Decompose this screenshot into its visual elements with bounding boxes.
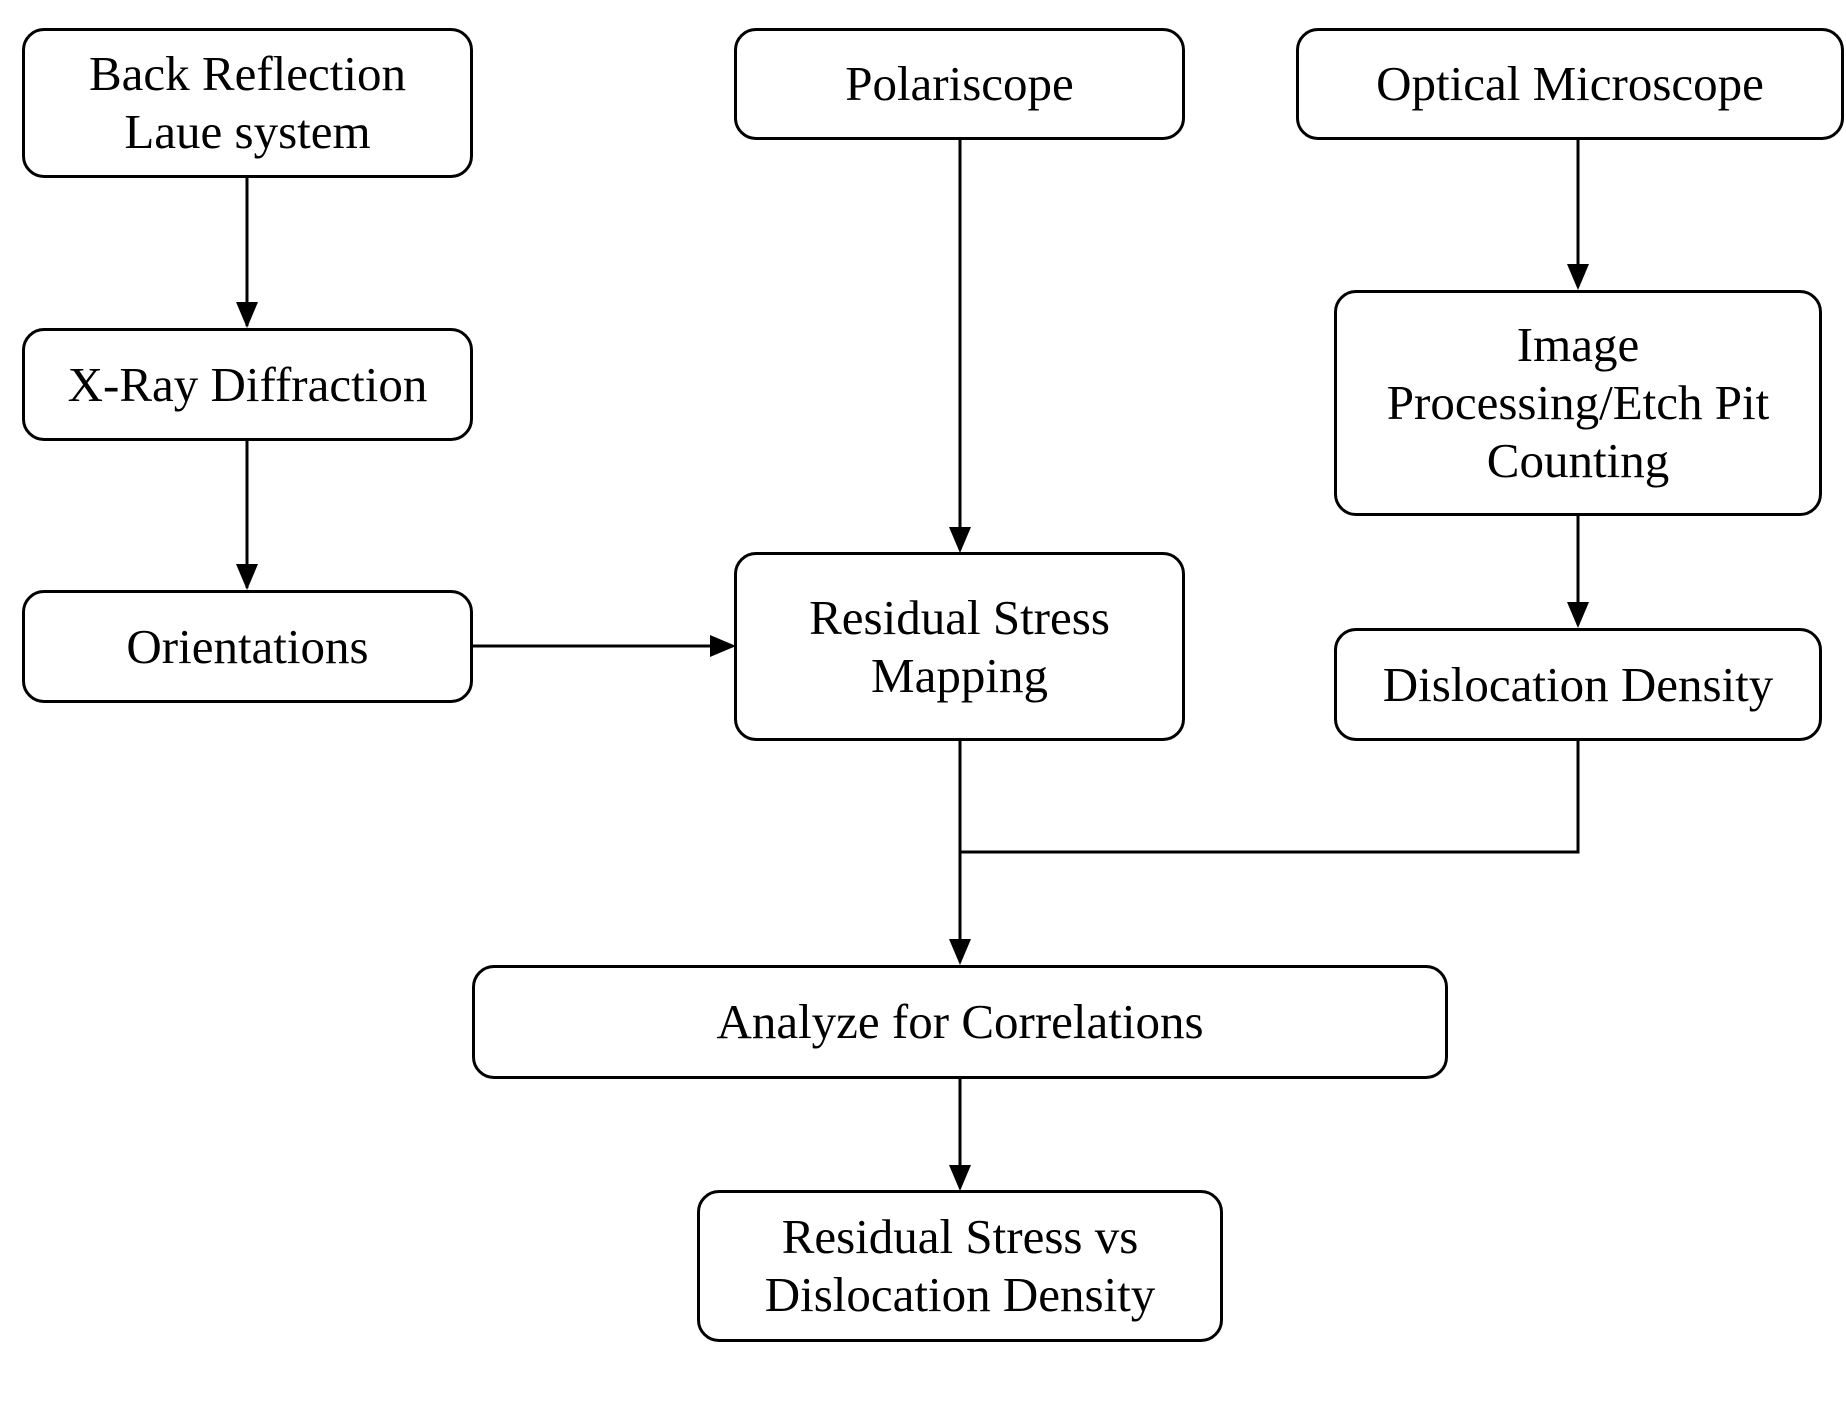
node-polariscope: Polariscope (734, 28, 1185, 140)
node-label: Image Processing/Etch Pit Counting (1386, 317, 1770, 488)
node-label: Polariscope (845, 56, 1074, 111)
node-dislocation-density: Dislocation Density (1334, 628, 1822, 741)
edge-dislocation-to-analyze (960, 740, 1580, 854)
node-label: Back Reflection Laue system (88, 46, 407, 159)
arrowhead-analyze-to-result (949, 1165, 971, 1191)
arrowhead-image-processing-to-dislocation (1567, 602, 1589, 628)
node-analyze-for-correlations: Analyze for Correlations (472, 965, 1448, 1079)
arrowhead-microscope-to-image-processing (1567, 264, 1589, 290)
arrowhead-polariscope-to-stress-mapping (949, 527, 971, 553)
node-label: Dislocation Density (1382, 656, 1774, 712)
node-residual-stress-vs-dislocation-density: Residual Stress vs Dislocation Density (697, 1190, 1223, 1342)
node-residual-stress-mapping: Residual Stress Mapping (734, 552, 1185, 741)
node-orientations: Orientations (22, 590, 473, 703)
arrowhead-xrd-to-orientations (236, 564, 258, 590)
node-label: Optical Microscope (1376, 56, 1764, 111)
node-label: Analyze for Correlations (716, 994, 1204, 1049)
arrowhead-orientations-to-stress-mapping (710, 635, 736, 657)
node-back-reflection-laue-system: Back Reflection Laue system (22, 28, 473, 178)
node-optical-microscope: Optical Microscope (1296, 28, 1844, 140)
arrowhead-merge-to-analyze (949, 939, 971, 965)
node-label: X-Ray Diffraction (67, 356, 428, 412)
node-x-ray-diffraction: X-Ray Diffraction (22, 328, 473, 441)
node-label: Orientations (126, 618, 369, 674)
node-label: Residual Stress vs Dislocation Density (764, 1209, 1156, 1322)
arrowhead-laue-to-xrd (236, 302, 258, 328)
node-image-processing-etch-pit-counting: Image Processing/Etch Pit Counting (1334, 290, 1822, 516)
node-label: Residual Stress Mapping (809, 589, 1110, 703)
